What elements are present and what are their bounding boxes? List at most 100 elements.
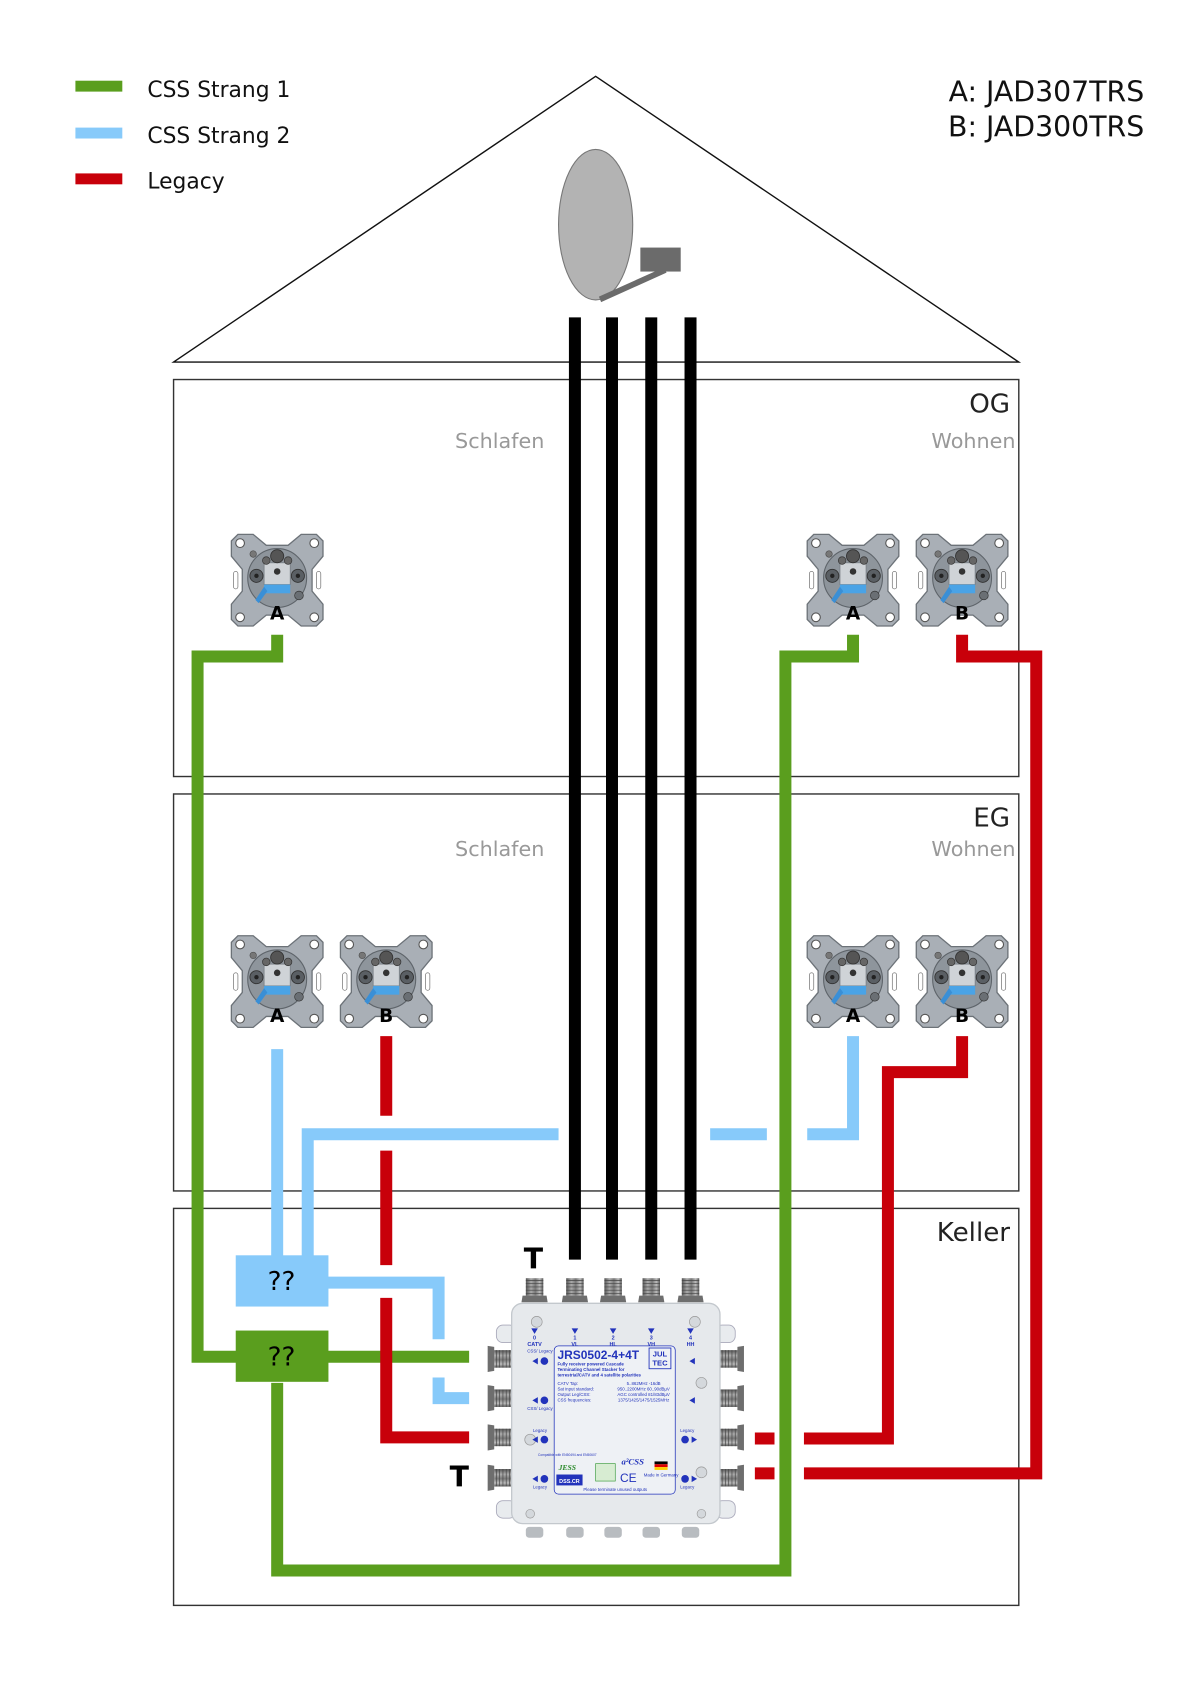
svg-text:CSS/ Legacy: CSS/ Legacy <box>527 1348 553 1353</box>
svg-text:Legacy: Legacy <box>680 1428 695 1433</box>
terminator-bottom-label: T <box>450 1461 470 1494</box>
legend-swatch-css2 <box>75 127 123 139</box>
model-a-label: A: JAD307TRS <box>949 75 1145 108</box>
css-strang-2-cables <box>271 1036 860 1405</box>
svg-text:1375/1425/1475/1525MHz: 1375/1425/1475/1525MHz <box>618 1397 669 1402</box>
floor-og: OG Schlafen Wohnen <box>172 378 1020 778</box>
efficiency-logo <box>595 1463 616 1482</box>
dsscr-logo <box>556 1474 583 1486</box>
multiswitch-model: JRS0502-4+4T <box>557 1348 639 1362</box>
svg-text:1: 1 <box>573 1335 576 1341</box>
output-connectors-left <box>487 1345 513 1492</box>
input-labels: 0 CATV 1 VL 2 HL 3 VH 4 HH <box>527 1328 695 1348</box>
lnb <box>640 247 681 272</box>
svg-text:3: 3 <box>650 1335 653 1341</box>
legend-item-css-strang-1: CSS Strang 1 <box>75 78 290 103</box>
legacy-cables <box>380 634 1043 1480</box>
svg-text:CATV Tap:: CATV Tap: <box>557 1381 578 1386</box>
svg-text:HL: HL <box>609 1342 617 1348</box>
svg-text:5..862MHz -16dB: 5..862MHz -16dB <box>627 1381 661 1386</box>
legend-swatch-legacy <box>75 173 123 185</box>
floor-label-og: OG <box>969 389 1010 419</box>
outlet-og-schlafen-a[interactable]: A <box>230 533 324 627</box>
german-flag-icon <box>654 1461 668 1470</box>
svg-text:Compatible with EN50494 and EN: Compatible with EN50494 and EN50607 <box>538 1453 597 1457</box>
terminator-top-label: T <box>524 1242 544 1275</box>
svg-text:Legacy: Legacy <box>533 1428 548 1433</box>
cable-eg-wohnen-a-left <box>301 1128 559 1257</box>
room-label-eg-schlafen: Schlafen <box>455 837 544 861</box>
legend-label: CSS Strang 2 <box>147 124 290 149</box>
svg-text:Legacy: Legacy <box>680 1485 695 1490</box>
svg-text:Sat input standard:: Sat input standard: <box>557 1387 594 1392</box>
outlet-letter: A <box>270 1006 285 1027</box>
outlet-eg-schlafen-a[interactable]: A <box>230 935 324 1029</box>
svg-text:VH: VH <box>647 1342 655 1348</box>
floor-keller: Keller <box>172 1207 1020 1607</box>
output-connectors-right <box>719 1345 745 1492</box>
cable-unk2-to-ms-b-end <box>432 1377 470 1405</box>
port-c-badge <box>532 1435 549 1444</box>
acss-logo: a²CSS <box>621 1457 644 1467</box>
outlet-eg-schlafen-b[interactable]: B <box>339 935 433 1029</box>
cable-unk2-to-ms-b <box>327 1276 445 1340</box>
svg-text:0: 0 <box>533 1335 536 1341</box>
port-d-badge <box>681 1435 698 1444</box>
input-connectors <box>520 1277 705 1303</box>
css-strang-1-cables <box>191 634 860 1577</box>
svg-text:Terminating Channel Stacker fo: Terminating Channel Stacker for <box>557 1367 624 1372</box>
outlet-eg-wohnen-a[interactable]: A <box>806 935 900 1029</box>
legend: CSS Strang 1 CSS Strang 2 Legacy <box>75 78 290 195</box>
cable-eg-wohnen-b <box>803 1036 969 1445</box>
svg-text:VL: VL <box>571 1342 579 1348</box>
svg-text:2: 2 <box>612 1335 615 1341</box>
legend-item-css-strang-2: CSS Strang 2 <box>75 124 290 149</box>
room-label-og-schlafen: Schlafen <box>455 429 544 453</box>
svg-text:CSS frequencies:: CSS frequencies: <box>557 1397 591 1402</box>
svg-text:Fully receiver powered Cascade: Fully receiver powered Cascade <box>557 1361 624 1366</box>
sat-cables <box>568 317 697 1260</box>
bottom-stubs <box>525 1526 700 1538</box>
floor-label-keller: Keller <box>937 1218 1011 1248</box>
unknown-device-strang-1[interactable]: ?? <box>235 1330 329 1382</box>
svg-text:terrestrial/CATV and 4 satelli: terrestrial/CATV and 4 satellite polarit… <box>557 1372 641 1377</box>
outlet-letter: B <box>955 603 969 624</box>
satellite-dish-icon <box>558 148 681 303</box>
svg-text:Made in Germany: Made in Germany <box>644 1473 679 1478</box>
outlet-og-wohnen-b[interactable]: B <box>915 533 1009 627</box>
svg-text:Please terminate unused output: Please terminate unused outputs <box>583 1487 648 1492</box>
svg-text:Legacy: Legacy <box>533 1485 548 1490</box>
cable-unk1-to-og-wohnen-a <box>271 634 860 1577</box>
ce-mark: CE <box>620 1471 637 1485</box>
jess-logo: JESS <box>558 1463 576 1472</box>
svg-text:CSS/ Legacy: CSS/ Legacy <box>527 1406 553 1411</box>
port-a-badge <box>532 1357 549 1365</box>
model-b-label: B: JAD300TRS <box>948 110 1144 143</box>
room-label-og-wohnen: Wohnen <box>931 429 1015 453</box>
unknown-device-strang-2[interactable]: ?? <box>235 1255 329 1307</box>
port-e-badge <box>532 1475 549 1483</box>
svg-text:4: 4 <box>689 1335 692 1341</box>
svg-text:DSS.CR: DSS.CR <box>559 1479 580 1485</box>
svg-text:Output Leg/CSS:: Output Leg/CSS: <box>557 1392 590 1397</box>
multiswitch-label-panel <box>553 1345 676 1495</box>
outlet-letter: A <box>270 603 285 624</box>
outlet-letter: B <box>955 1006 969 1027</box>
svg-text:CATV: CATV <box>527 1342 542 1348</box>
legend-item-legacy: Legacy <box>75 170 225 195</box>
legend-swatch-css1 <box>75 80 123 92</box>
floor-eg: EG Schlafen Wohnen <box>172 793 1020 1192</box>
cable-og-wohnen-b <box>803 634 1043 1480</box>
cable-og-schlafen-a <box>191 634 284 1363</box>
outlet-eg-wohnen-b[interactable]: B <box>915 935 1009 1029</box>
multiswitch[interactable]: 0 CATV 1 VL 2 HL 3 VH 4 HH JRS0502-4+4T … <box>487 1277 745 1538</box>
port-f-badge <box>681 1475 698 1483</box>
svg-text:HH: HH <box>687 1342 695 1348</box>
unknown-device-label: ?? <box>268 1267 296 1297</box>
outlet-letter: B <box>379 1006 393 1027</box>
svg-text:950..2200MHz 60..90dBµV: 950..2200MHz 60..90dBµV <box>617 1387 670 1392</box>
outlet-og-wohnen-a[interactable]: A <box>806 533 900 627</box>
legend-label: CSS Strang 1 <box>147 78 290 103</box>
port-b-badge <box>532 1396 549 1405</box>
